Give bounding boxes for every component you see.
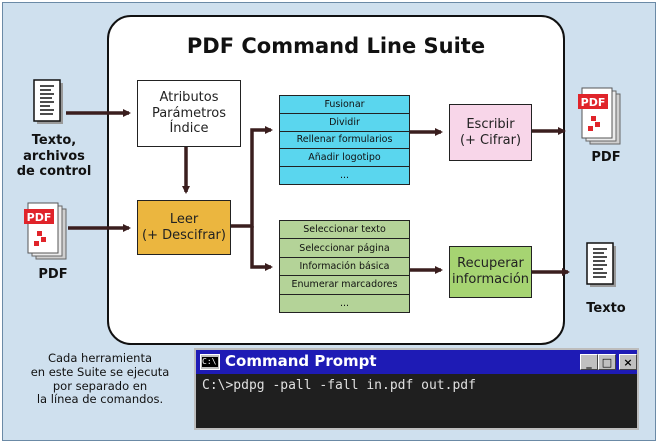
read-op-row: ... [280, 294, 409, 313]
read-op-row: Enumerar marcadores [280, 276, 409, 295]
index-line: Índice [169, 121, 209, 137]
pdf-document-icon: PDF [578, 87, 621, 145]
arrow-leer-to-write [231, 126, 273, 228]
attributes-line: Atributos [159, 90, 219, 106]
text-input-line: Texto, [31, 133, 77, 148]
pdf-document-icon: PDF [24, 202, 67, 260]
write-label: Escribir [466, 116, 515, 132]
caption: Cada herramienta en este Suite se ejecut… [6, 351, 194, 407]
read-op-row: Información básica [280, 257, 409, 277]
retrieve-label: Recuperar [457, 256, 524, 272]
read-op-row: Seleccionar texto [280, 221, 409, 240]
retrieve-info-box: Recuperar información [449, 246, 532, 298]
maximize-button[interactable]: □ [598, 354, 616, 370]
read-operations-list: Seleccionar texto Seleccionar página Inf… [279, 220, 410, 313]
text-input-label: Texto, archivos de control [0, 133, 108, 180]
caption-line: por separado en [52, 378, 148, 393]
write-operations-list: Fusionar Dividir Rellenar formularios Añ… [279, 95, 410, 185]
caption-line: en este Suite se ejecuta [30, 364, 170, 379]
pdf-badge-label: PDF [581, 96, 606, 109]
text-input-line: de control [16, 164, 92, 180]
write-box: Escribir (+ Cifrar) [449, 104, 532, 161]
text-output-label: Texto [586, 301, 626, 316]
text-input-line: archivos [23, 148, 85, 164]
read-label: Leer [169, 211, 199, 227]
write-op-row: Dividir [280, 113, 409, 132]
text-document-icon [586, 242, 616, 287]
write-op-row: Fusionar [280, 96, 409, 114]
caption-line: Cada herramienta [47, 351, 153, 365]
text-document-icon [33, 79, 63, 124]
pdf-output-label: PDF [591, 150, 621, 165]
write-op-row: ... [280, 167, 409, 184]
terminal-icon: C:\ [200, 354, 220, 370]
terminal-icon-text: C:\ [202, 357, 218, 367]
close-button[interactable]: × [619, 354, 637, 370]
read-box: Leer (+ Descifrar) [137, 200, 231, 255]
minimize-button[interactable]: _ [580, 354, 598, 370]
encrypt-label: (+ Cifrar) [459, 132, 522, 148]
read-op-row: Seleccionar página [280, 239, 409, 258]
write-op-row: Rellenar formularios [280, 131, 409, 150]
info-label: información [451, 272, 530, 287]
parameters-line: Parámetros [151, 105, 227, 121]
pdf-badge-label: PDF [27, 211, 52, 224]
decrypt-label: (+ Descifrar) [142, 227, 226, 243]
caption-line: la línea de comandos. [36, 392, 164, 407]
arrow-leer-to-read [250, 226, 273, 271]
pdf-input-label: PDF [38, 267, 68, 282]
suite-title: PDF Command Line Suite [186, 34, 486, 58]
command-line-text[interactable]: C:\>pdpg -pall -fall in.pdf out.pdf [202, 378, 476, 393]
attributes-box: Atributos Parámetros Índice [137, 80, 241, 147]
command-prompt-window[interactable]: C:\ Command Prompt _ □ × C:\>pdpg -pall … [194, 348, 639, 430]
write-op-row: Añadir logotipo [280, 149, 409, 168]
command-prompt-title: Command Prompt [225, 352, 377, 370]
command-prompt-titlebar[interactable]: C:\ Command Prompt _ □ × [196, 350, 637, 374]
